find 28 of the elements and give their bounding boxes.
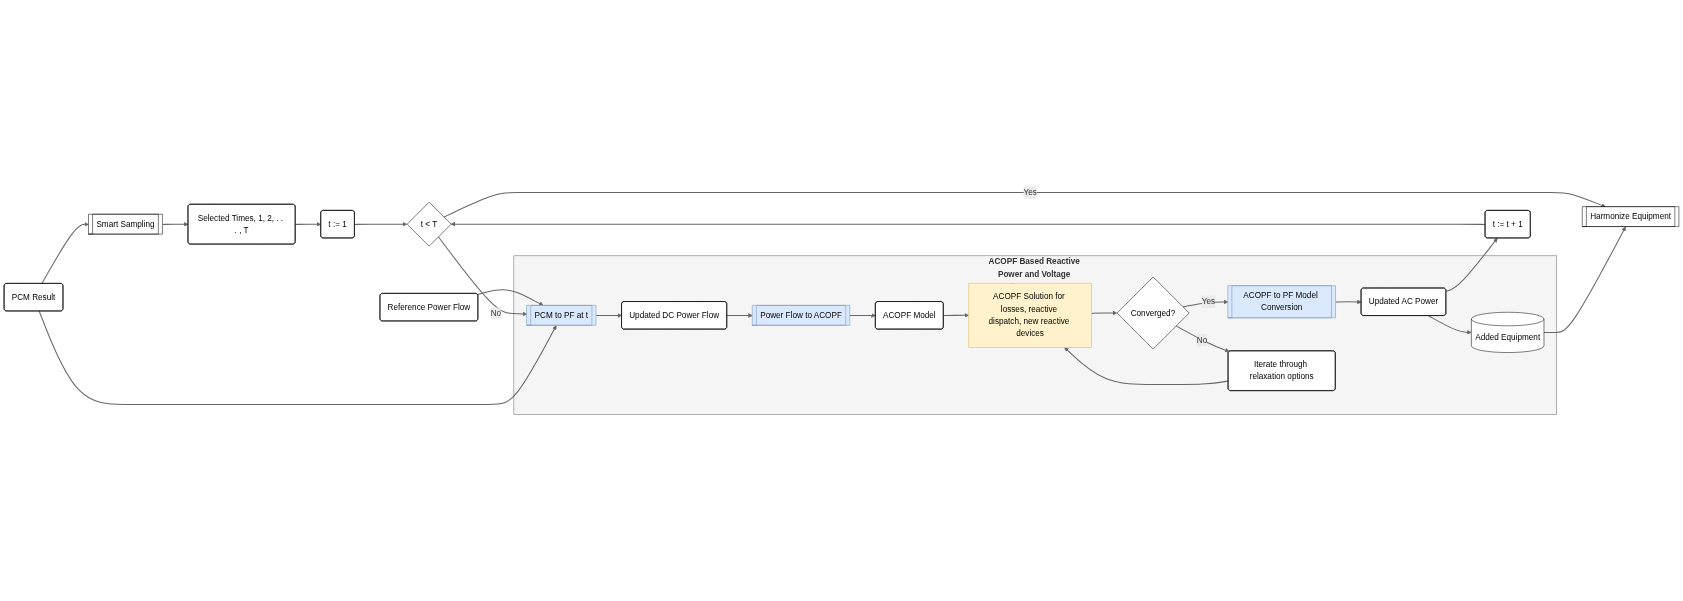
arrow: [1182, 299, 1229, 308]
arrow: [41, 222, 89, 285]
node-diamond: Converged?: [1116, 276, 1190, 350]
arrow: [1175, 325, 1230, 353]
arrow: [162, 222, 189, 227]
arrow: [595, 313, 622, 318]
arrow: [1428, 315, 1472, 335]
arrow: [1445, 238, 1498, 292]
arrow: [1335, 299, 1362, 305]
edge-label: No: [490, 308, 502, 318]
arrow: [294, 222, 322, 227]
edge-label: Yes: [1023, 187, 1037, 197]
arrow: [38, 310, 557, 405]
arrow: [1543, 226, 1626, 333]
arrow: [477, 289, 544, 306]
edge-label: No: [1196, 335, 1208, 345]
arrow: [354, 221, 408, 227]
arrow: [726, 313, 753, 318]
node-diamond: t < T: [406, 201, 452, 247]
arrow: [1064, 347, 1229, 385]
arrow: [437, 236, 528, 317]
arrow: [1090, 310, 1118, 316]
node-box: ACOPF Solution for losses, reactive dispatch, new reactive devices: [968, 282, 1092, 348]
edge-label: Yes: [1201, 297, 1216, 306]
arrow: [450, 221, 1486, 227]
arrow: [443, 192, 1606, 218]
arrow: [943, 313, 970, 318]
arrow: [849, 313, 876, 318]
